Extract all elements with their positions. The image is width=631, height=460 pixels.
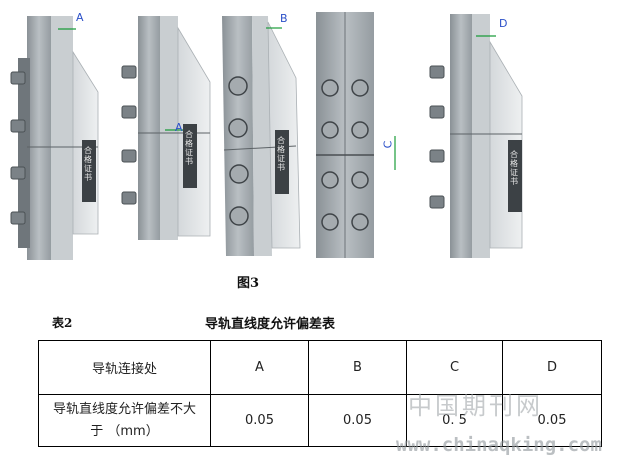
table-title: 导轨直线度允许偏差表 [205, 317, 336, 332]
panel-2 [121, 16, 211, 240]
dim-label-d: D [499, 17, 508, 30]
deviation-table: 导轨连接处 A B C D 导轨直线度允许偏差不大于 （mm） 0.05 0.0… [38, 340, 602, 447]
header-cell-c: C [406, 340, 503, 395]
guide-rail-drawings [10, 12, 523, 260]
plate-label-1: 合格证书 [84, 146, 92, 182]
panel-1 [10, 16, 99, 260]
plate-label-4: 合格证书 [510, 150, 518, 186]
dim-label-a-1: A [76, 11, 84, 24]
dim-label-b: B [280, 12, 288, 25]
header-cell-a: A [210, 340, 309, 395]
header-cell-b: B [308, 340, 407, 395]
row-label-cell: 导轨直线度允许偏差不大于 （mm） [38, 394, 211, 447]
table-row: 导轨直线度允许偏差不大于 （mm） 0.05 0.05 0. 5 0.05 [38, 394, 602, 447]
value-cell-d: 0.05 [502, 394, 602, 447]
watermark-text: 中国期刊网 [408, 392, 543, 420]
dim-label-a-2: A [175, 121, 183, 134]
header-cell-d: D [502, 340, 602, 395]
dim-label-c: C [381, 140, 395, 149]
panel-3 [222, 16, 301, 256]
panel-4 [316, 12, 374, 258]
watermark-url: www.chinaqking.com [396, 434, 602, 456]
dimension-markers [58, 27, 496, 170]
plate-label-3: 合格证书 [277, 136, 285, 172]
figure-3: A A B C D 合格证书 合格证书 合格证书 合格证书 [10, 11, 523, 260]
panel-5 [429, 14, 523, 258]
value-cell-b: 0.05 [308, 394, 407, 447]
header-cell-location: 导轨连接处 [38, 340, 211, 395]
value-cell-a: 0.05 [210, 394, 309, 447]
table-number: 表2 [52, 316, 73, 330]
plate-label-2: 合格证书 [185, 130, 193, 166]
value-cell-c: 0. 5 [406, 394, 503, 447]
figure-caption: 图3 [236, 276, 260, 291]
